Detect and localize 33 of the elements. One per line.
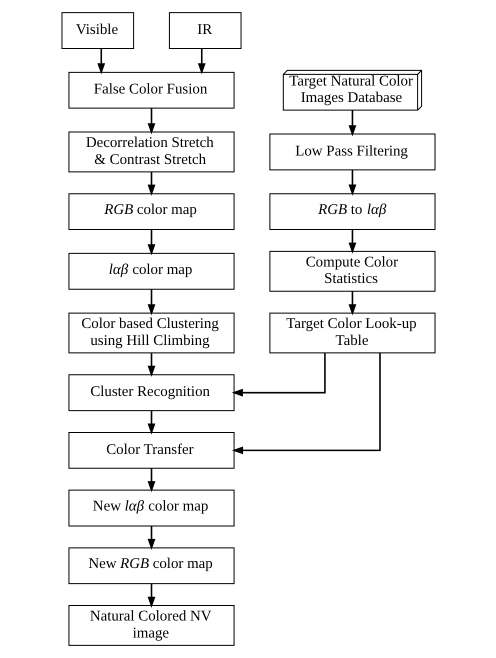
arrow — [231, 353, 326, 397]
arrow — [231, 352, 380, 454]
node-box: New lαβ color map — [68, 490, 234, 526]
node-box: Compute Color Statistics — [268, 250, 436, 292]
node-box: Target Color Look-up Table — [268, 312, 436, 354]
arrow — [147, 468, 155, 492]
arrow — [147, 172, 155, 196]
node-box: IR — [168, 12, 242, 49]
node-box: Color Transfer — [68, 432, 234, 469]
node-box: Natural Colored NV image — [68, 605, 234, 646]
node-box: lαβ color map — [68, 252, 234, 290]
node-box: Decorrelation Stretch & Contrast Stretch — [68, 132, 234, 172]
arrow — [147, 230, 155, 256]
node-box: Visible — [60, 12, 134, 49]
arrow — [348, 292, 356, 316]
arrow — [147, 289, 155, 316]
arrow — [348, 110, 356, 136]
node-box: RGB to lαβ — [268, 193, 436, 230]
arrow — [147, 526, 155, 550]
node-box: Low Pass Filtering — [268, 134, 436, 170]
arrow — [147, 353, 155, 377]
arrow — [348, 170, 356, 196]
node-box: New RGB color map — [68, 547, 234, 584]
node-box: RGB color map — [68, 193, 234, 230]
arrow — [147, 584, 155, 608]
arrow — [96, 48, 105, 74]
arrow — [197, 48, 206, 74]
arrow — [348, 230, 356, 254]
node-box: Cluster Recognition — [68, 374, 234, 412]
node-box: False Color Fusion — [68, 72, 234, 109]
arrow — [147, 410, 155, 435]
arrow — [147, 108, 155, 134]
node-box: Color based Clustering using Hill Climbing — [68, 312, 234, 354]
